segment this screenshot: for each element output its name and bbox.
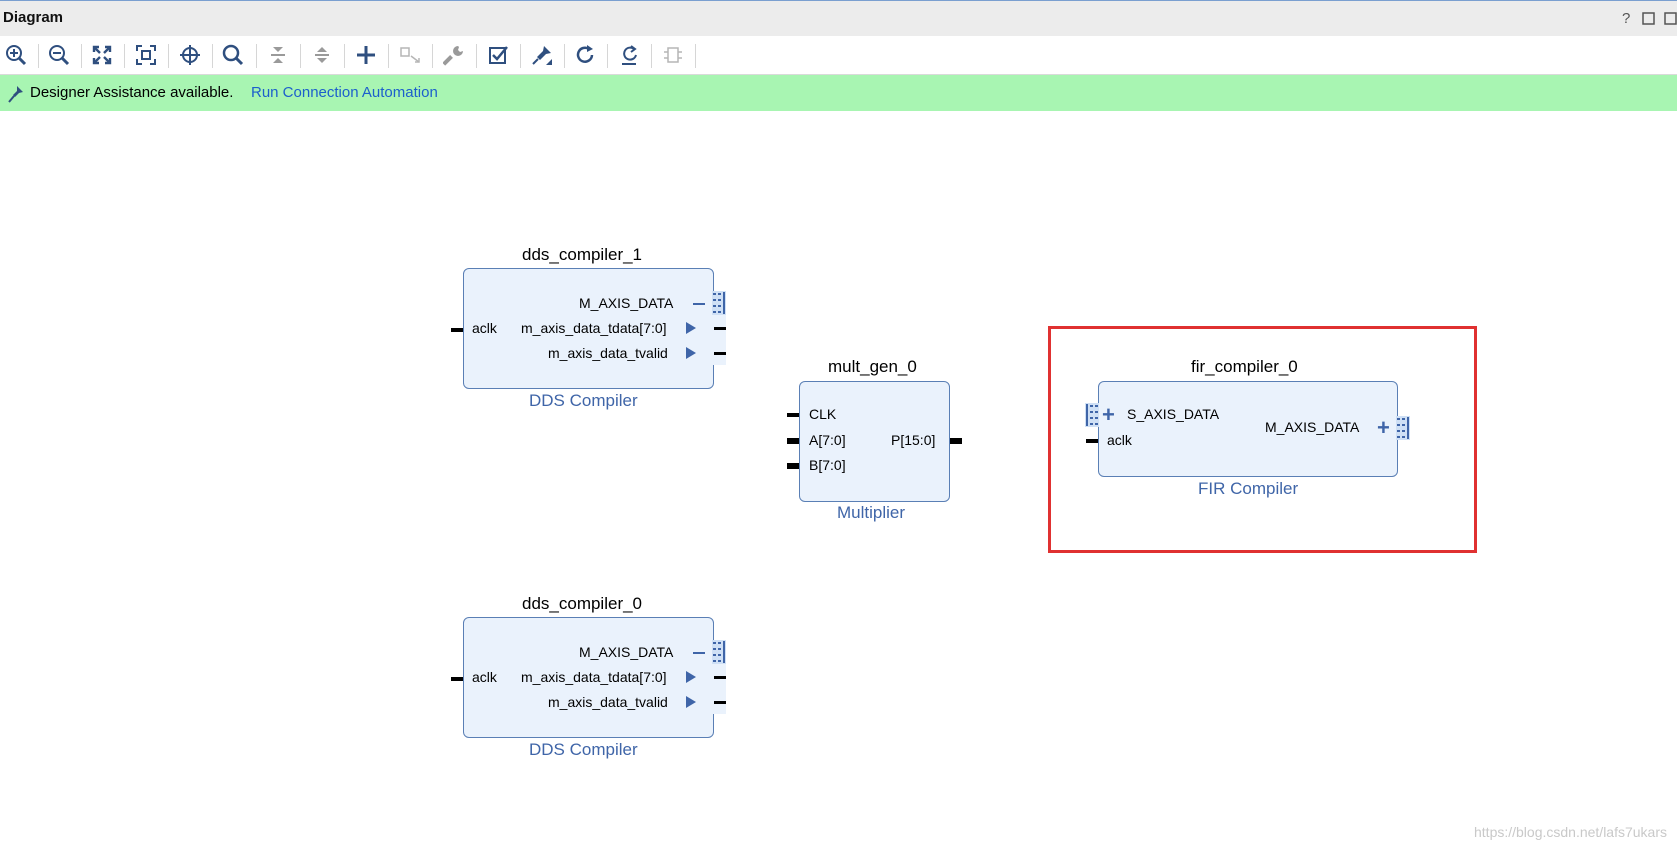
- output-arrow-icon: [686, 671, 696, 683]
- zoom-selection-icon[interactable]: [133, 42, 159, 68]
- settings-wrench-icon[interactable]: [441, 42, 467, 68]
- zoom-out-icon[interactable]: [46, 42, 72, 68]
- expand-plus-icon[interactable]: +: [1377, 415, 1390, 440]
- bus-interface-icon: [1396, 416, 1410, 445]
- dds-compiler-0-name: dds_compiler_0: [522, 594, 643, 613]
- pin-icon: [8, 85, 24, 108]
- fir-compiler-0-type: FIR Compiler: [1198, 479, 1299, 498]
- watermark: https://blog.csdn.net/lafs7ukars: [1474, 824, 1667, 840]
- expand-all-icon[interactable]: [309, 42, 335, 68]
- bus-expand-area: [712, 664, 726, 714]
- dds-compiler-0-tdata-port: m_axis_data_tdata[7:0]: [521, 669, 667, 685]
- aclk-stub: [451, 677, 463, 681]
- diagram-toolbar: [0, 36, 1677, 75]
- dds-compiler-1-tdata-port: m_axis_data_tdata[7:0]: [521, 320, 667, 336]
- fir-compiler-0-saxis-port: S_AXIS_DATA: [1127, 406, 1220, 422]
- selection-highlight: [1048, 326, 1477, 553]
- output-arrow-icon: [686, 696, 696, 708]
- aclk-stub: [1086, 439, 1098, 443]
- banner-message: Designer Assistance available.: [30, 84, 234, 101]
- add-ip-icon[interactable]: [353, 42, 379, 68]
- zoom-fit-icon[interactable]: [89, 42, 115, 68]
- dds-compiler-0-maxis-port: M_AXIS_DATA: [579, 644, 674, 660]
- a-stub: [787, 438, 799, 444]
- dds-compiler-0-block[interactable]: [463, 617, 714, 738]
- designer-assistance-banner: Designer Assistance available. Run Conne…: [0, 75, 1677, 111]
- bus-stub: [693, 303, 705, 305]
- mult-gen-0-clk-port: CLK: [809, 406, 837, 422]
- dds-compiler-1-aclk-port: aclk: [472, 320, 497, 336]
- restore-icon[interactable]: [1642, 12, 1655, 29]
- make-external-icon[interactable]: [397, 42, 423, 68]
- tdata-stub: [714, 676, 726, 679]
- panel-titlebar: Diagram ?: [0, 0, 1677, 36]
- bus-expand-area: [712, 315, 726, 365]
- b-stub: [787, 463, 799, 469]
- dds-compiler-1-tvalid-port: m_axis_data_tvalid: [548, 345, 668, 361]
- panel-title: Diagram: [3, 9, 64, 26]
- mult-gen-0-block[interactable]: [799, 381, 950, 502]
- dds-compiler-0-aclk-port: aclk: [472, 669, 497, 685]
- output-arrow-icon: [686, 322, 696, 334]
- mult-gen-0-p-port: P[15:0]: [891, 432, 936, 448]
- autoconnect-icon[interactable]: [529, 42, 555, 68]
- mult-gen-0-name: mult_gen_0: [828, 357, 917, 376]
- bus-interface-icon: [1085, 403, 1099, 432]
- ports-icon[interactable]: [660, 42, 686, 68]
- run-connection-automation-link[interactable]: Run Connection Automation: [251, 84, 438, 101]
- expand-plus-icon[interactable]: +: [1102, 402, 1115, 427]
- mult-gen-0-type: Multiplier: [837, 503, 906, 522]
- output-arrow-icon: [686, 347, 696, 359]
- dds-compiler-1-type: DDS Compiler: [529, 391, 638, 410]
- fir-compiler-0-maxis-port: M_AXIS_DATA: [1265, 419, 1360, 435]
- mult-gen-0-a-port: A[7:0]: [809, 432, 846, 448]
- collapse-all-icon[interactable]: [265, 42, 291, 68]
- search-icon[interactable]: [220, 42, 246, 68]
- p-stub: [950, 438, 962, 444]
- bus-interface-icon: [712, 291, 726, 320]
- bus-stub: [693, 652, 705, 654]
- maximize-icon[interactable]: [1664, 12, 1677, 29]
- dds-compiler-1-maxis-port: M_AXIS_DATA: [579, 295, 674, 311]
- tvalid-stub: [714, 701, 726, 704]
- center-icon[interactable]: [177, 42, 203, 68]
- help-icon[interactable]: ?: [1622, 10, 1631, 27]
- refresh-icon[interactable]: [572, 42, 598, 68]
- tdata-stub: [714, 327, 726, 330]
- dds-compiler-1-block[interactable]: [463, 268, 714, 389]
- bus-interface-icon: [712, 640, 726, 669]
- validate-design-icon[interactable]: [485, 42, 511, 68]
- dds-compiler-0-tvalid-port: m_axis_data_tvalid: [548, 694, 668, 710]
- zoom-in-icon[interactable]: [3, 42, 29, 68]
- aclk-stub: [451, 328, 463, 332]
- tvalid-stub: [714, 352, 726, 355]
- regenerate-layout-icon[interactable]: [616, 42, 642, 68]
- fir-compiler-0-name: fir_compiler_0: [1191, 357, 1298, 376]
- fir-compiler-0-block[interactable]: [1098, 381, 1398, 477]
- fir-compiler-0-aclk-port: aclk: [1107, 432, 1132, 448]
- dds-compiler-0-type: DDS Compiler: [529, 740, 638, 759]
- clk-stub: [787, 413, 799, 417]
- mult-gen-0-b-port: B[7:0]: [809, 457, 846, 473]
- dds-compiler-1-name: dds_compiler_1: [522, 245, 643, 264]
